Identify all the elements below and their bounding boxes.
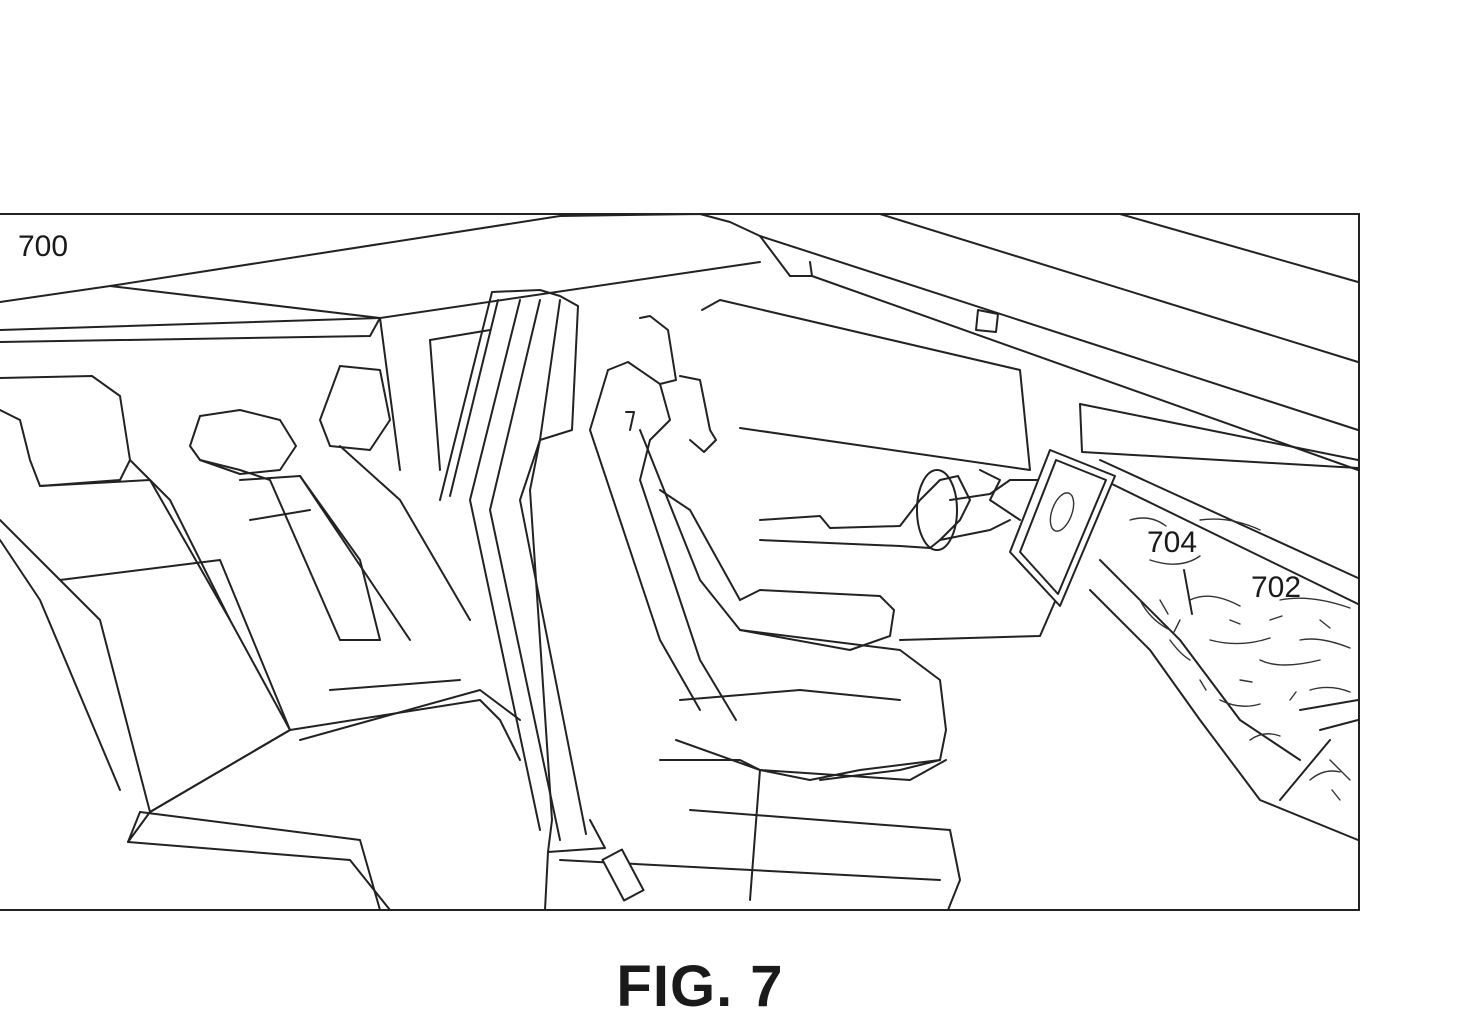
seat-belt-buckle bbox=[601, 848, 645, 902]
center-display bbox=[1009, 449, 1116, 607]
b-pillar bbox=[439, 289, 606, 853]
cabin-roof bbox=[0, 213, 1359, 471]
reference-numeral-cabin: 700 bbox=[18, 230, 69, 263]
front-seat bbox=[544, 315, 961, 911]
side-windows bbox=[379, 299, 1359, 471]
figure-caption: FIG. 7 bbox=[616, 954, 784, 1019]
reference-numeral-dashboard: 702 bbox=[1251, 571, 1302, 604]
dashboard bbox=[1089, 459, 1359, 841]
dashboard-texture bbox=[1129, 517, 1351, 801]
rear-bench-seat bbox=[0, 365, 521, 911]
steering-wheel bbox=[759, 469, 1061, 641]
reference-numeral-display-element: 704 bbox=[1147, 526, 1198, 559]
